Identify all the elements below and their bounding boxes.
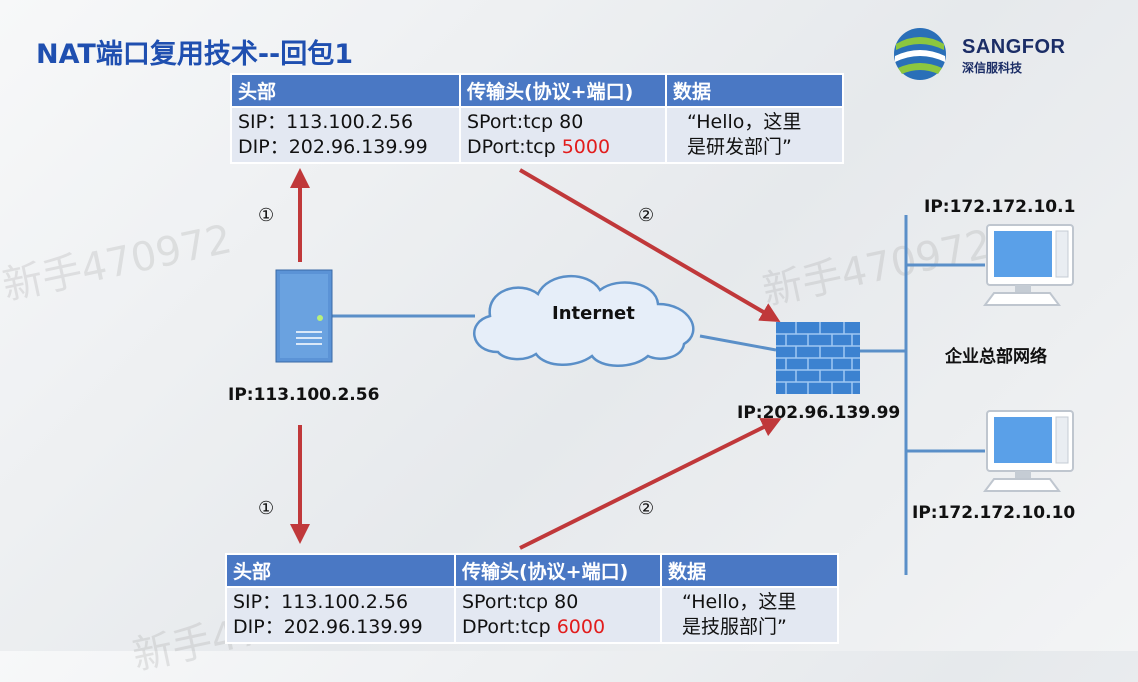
packet-dport: DPort:tcp 5000 xyxy=(467,135,659,160)
computer-icon xyxy=(983,224,1074,306)
pc2-ip-label: IP:172.172.10.10 xyxy=(912,503,1076,523)
packet-data-cell: “Hello，这里 是研发部门” xyxy=(665,106,844,164)
firewall-ip-label: IP:202.96.139.99 xyxy=(737,403,901,423)
network-diagram xyxy=(275,28,1074,575)
step-marker: ① xyxy=(258,498,275,519)
packet-dip: DIP：202.96.139.99 xyxy=(238,136,428,158)
hq-network-label: 企业总部网络 xyxy=(945,347,1047,367)
packet-data-line: 是技服部门” xyxy=(682,616,787,638)
computer-icon xyxy=(983,410,1074,492)
packet-ip-cell: SIP：113.100.2.56 DIP：202.96.139.99 xyxy=(230,106,461,164)
cloud-icon xyxy=(473,275,695,367)
logo-name: SANGFOR xyxy=(962,36,1066,58)
step-marker: ② xyxy=(638,205,655,226)
packet-body-row: SIP：113.100.2.56 DIP：202.96.139.99 SPort… xyxy=(225,586,839,644)
server-icon xyxy=(275,269,333,363)
packet-header-data: 数据 xyxy=(665,73,844,108)
packet-header-ip: 头部 xyxy=(225,553,456,588)
sangfor-logo-icon xyxy=(894,28,946,80)
packet-dport-value: 6000 xyxy=(556,616,606,638)
packet-header-row: 头部 传输头(协议+端口) 数据 xyxy=(225,553,839,588)
packet-dport-value: 5000 xyxy=(561,136,611,158)
logo-subtitle: 深信服科技 xyxy=(962,61,1023,75)
packet-data-line: 是研发部门” xyxy=(687,136,792,158)
internet-label: Internet xyxy=(552,303,635,324)
packet-sport: SPort:tcp 80 xyxy=(462,591,579,613)
packet-dport-prefix: DPort:tcp xyxy=(467,136,562,158)
page-title: NAT端口复用技术--回包1 xyxy=(36,39,354,70)
top-packet-table: 头部 传输头(协议+端口) 数据 SIP：113.100.2.56 DIP：20… xyxy=(230,73,844,164)
packet-transport-cell: SPort:tcp 80 DPort:tcp 5000 xyxy=(459,106,667,164)
packet-data-line: “Hello，这里 xyxy=(687,111,802,133)
packet-dport: DPort:tcp 6000 xyxy=(462,615,654,640)
step-marker: ② xyxy=(638,498,655,519)
packet-header-transport: 传输头(协议+端口) xyxy=(459,73,667,108)
packet-header-transport: 传输头(协议+端口) xyxy=(454,553,662,588)
arrow-bottom-packet-to-firewall xyxy=(519,418,782,550)
step-marker: ① xyxy=(258,205,275,226)
packet-sport: SPort:tcp 80 xyxy=(467,111,584,133)
packet-sip: SIP：113.100.2.56 xyxy=(238,111,414,133)
bottom-packet-table: 头部 传输头(协议+端口) 数据 SIP：113.100.2.56 DIP：20… xyxy=(225,553,839,644)
packet-dip: DIP：202.96.139.99 xyxy=(233,616,423,638)
server-ip-label: IP:113.100.2.56 xyxy=(228,385,380,405)
link-cloud-firewall xyxy=(699,334,777,352)
packet-header-data: 数据 xyxy=(660,553,839,588)
packet-dport-prefix: DPort:tcp xyxy=(462,616,557,638)
packet-body-row: SIP：113.100.2.56 DIP：202.96.139.99 SPort… xyxy=(230,106,844,164)
firewall-icon xyxy=(776,322,860,394)
pc1-ip-label: IP:172.172.10.1 xyxy=(924,197,1076,217)
packet-header-row: 头部 传输头(协议+端口) 数据 xyxy=(230,73,844,108)
sangfor-logo: SANGFOR 深信服科技 xyxy=(962,36,1066,76)
packet-header-ip: 头部 xyxy=(230,73,461,108)
arrow-top-packet-to-firewall xyxy=(518,168,781,323)
packet-data-cell: “Hello，这里 是技服部门” xyxy=(660,586,839,644)
packet-transport-cell: SPort:tcp 80 DPort:tcp 6000 xyxy=(454,586,662,644)
packet-data-line: “Hello，这里 xyxy=(682,591,797,613)
packet-ip-cell: SIP：113.100.2.56 DIP：202.96.139.99 xyxy=(225,586,456,644)
packet-sip: SIP：113.100.2.56 xyxy=(233,591,409,613)
